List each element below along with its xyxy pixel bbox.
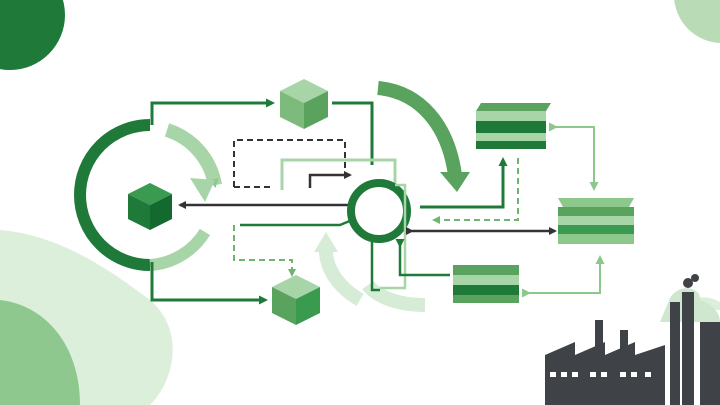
arrow-hub-to-top-stack [420,157,508,209]
factory-icon [545,274,720,405]
dashed-link-top [233,139,346,187]
cube-top-icon [280,79,328,129]
arrow-hub-to-bottom-stack [395,239,450,277]
hub-ring-icon [347,179,411,243]
arrow-left-to-bottom-cube [150,262,268,305]
dashed-link-to-bottom-cube [233,225,296,277]
stack-mid-right-icon [558,198,634,244]
left-cycle-ring [74,119,222,271]
dashed-stack-to-hub [432,158,519,224]
stack-bottom-right-icon [453,265,519,303]
corner-blob-bottom-left [0,230,173,405]
cube-bottom-icon [272,275,320,325]
corner-blob-top-right [674,0,720,43]
arrow-top-cube-to-hub [332,101,374,165]
light-link-upper [280,158,397,190]
arrow-hub-to-left-cube [308,171,352,188]
arrow-left-to-top-cube [150,98,275,125]
stack-top-right-icon [476,103,551,149]
big-curved-arrow-top [377,81,470,192]
arrow-bottom-mid-stack [522,255,605,298]
curved-light-arrows-bottom [314,232,426,312]
corner-blob-top-left [0,0,65,70]
hub-down-line [370,240,380,292]
hub-light-right [380,183,407,290]
cube-left-icon [128,183,172,230]
arrow-top-mid-stack [549,122,599,191]
dark-link-to-hub [240,218,353,227]
